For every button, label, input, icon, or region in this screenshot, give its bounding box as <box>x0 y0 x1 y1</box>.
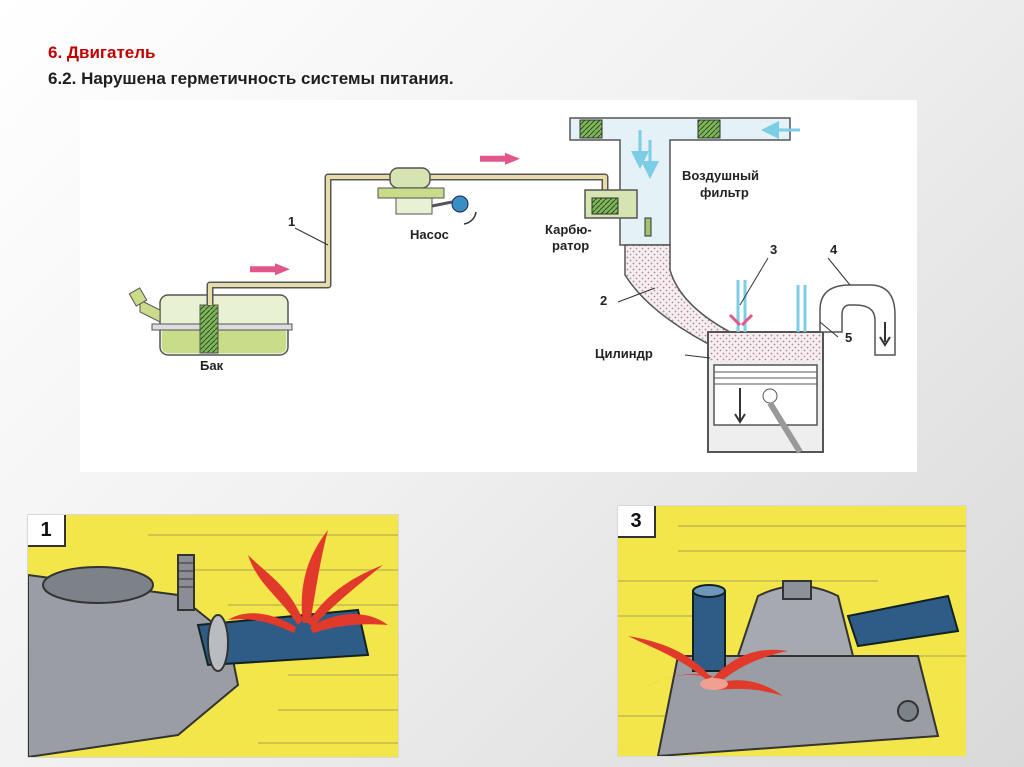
pump-leak-illustration <box>618 525 966 756</box>
label-3: 3 <box>770 242 778 257</box>
valves <box>728 280 807 332</box>
label-1: 1 <box>288 214 296 229</box>
section-subtitle: 6.2. Нарушена герметичность системы пита… <box>48 69 454 88</box>
label-2: 2 <box>600 293 608 308</box>
photo-number-badge: 1 <box>28 515 66 547</box>
photo-number-badge: 3 <box>618 506 656 538</box>
section-title: 6. Двигатель <box>48 43 156 62</box>
leader-lines <box>294 227 851 359</box>
hose-leak-illustration <box>28 530 398 757</box>
fuel-pump <box>377 167 477 225</box>
label-carburetor-1: Карбю- <box>545 222 592 237</box>
diagram-graphic <box>128 117 896 454</box>
label-air-filter-2: фильтр <box>700 185 749 200</box>
fuel-tank <box>128 287 293 356</box>
photo-hose-leak: 1 <box>27 514 399 758</box>
label-cylinder: Цилиндр <box>595 346 653 361</box>
fuel-flow-arrows <box>250 152 748 375</box>
exhaust-pipe <box>819 284 896 356</box>
label-tank: Бак <box>200 358 224 373</box>
fuel-system-diagram: 1 2 3 4 5 Бак Насос Карбю- ратор Воздушн… <box>80 100 917 472</box>
label-carburetor-2: ратор <box>552 238 590 253</box>
photo-pump-leak: 3 <box>617 505 967 757</box>
slide-heading: 6. Двигатель 6.2. Нарушена герметичность… <box>48 40 454 92</box>
carburetor <box>584 189 652 237</box>
label-4: 4 <box>830 242 838 257</box>
label-pump: Насос <box>410 227 449 242</box>
cylinder <box>707 331 824 454</box>
label-air-filter-1: Воздушный <box>682 168 760 183</box>
label-5: 5 <box>845 330 853 345</box>
